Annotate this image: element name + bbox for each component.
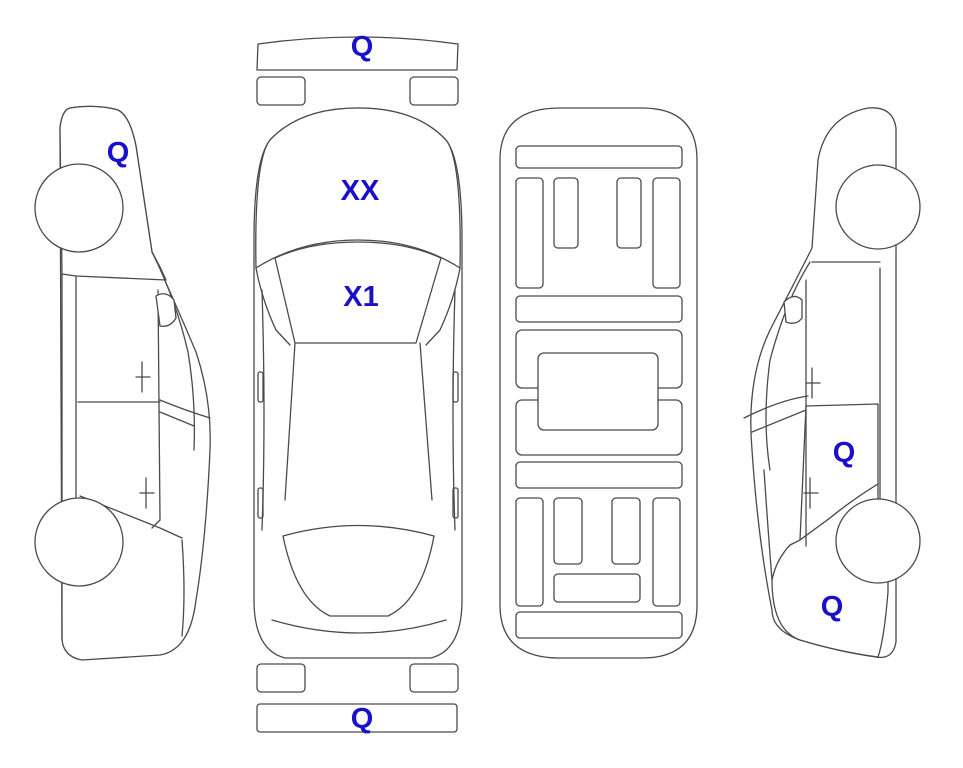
right-front-door-handle-icon (805, 367, 821, 399)
left-side-view: Q (34, 105, 211, 661)
right-rear-quarter-code: Q (821, 591, 844, 623)
left-front-fender-code: Q (107, 137, 130, 169)
right-front-wheel-icon (835, 164, 921, 250)
rear-bumper[interactable] (256, 703, 458, 733)
front-left-mirror-icon (256, 76, 306, 106)
windshield[interactable] (255, 107, 461, 269)
left-front-door-handle-icon (135, 361, 151, 393)
left-rear-wheel-icon (34, 497, 124, 587)
underbody-view (499, 107, 698, 659)
rear-right-light-icon (409, 663, 459, 693)
hood-code: X1 (343, 281, 378, 313)
right-side-view: Q Q (743, 107, 921, 659)
left-front-wheel-icon (34, 163, 124, 253)
rear-bumper-code: Q (351, 703, 374, 735)
right-rear-door-handle-icon (803, 477, 819, 509)
front-right-mirror-icon (409, 76, 459, 106)
front-bumper[interactable] (256, 36, 459, 71)
right-rear-wheel-icon (835, 498, 921, 584)
rear-left-light-icon (256, 663, 306, 693)
windshield-code: XX (341, 175, 380, 207)
top-view: Q XX X1 Q (253, 31, 463, 735)
left-rear-door-handle-icon (139, 477, 155, 509)
front-bumper-code: Q (351, 31, 374, 63)
right-rear-door-code: Q (833, 437, 856, 469)
hood[interactable] (274, 241, 442, 344)
